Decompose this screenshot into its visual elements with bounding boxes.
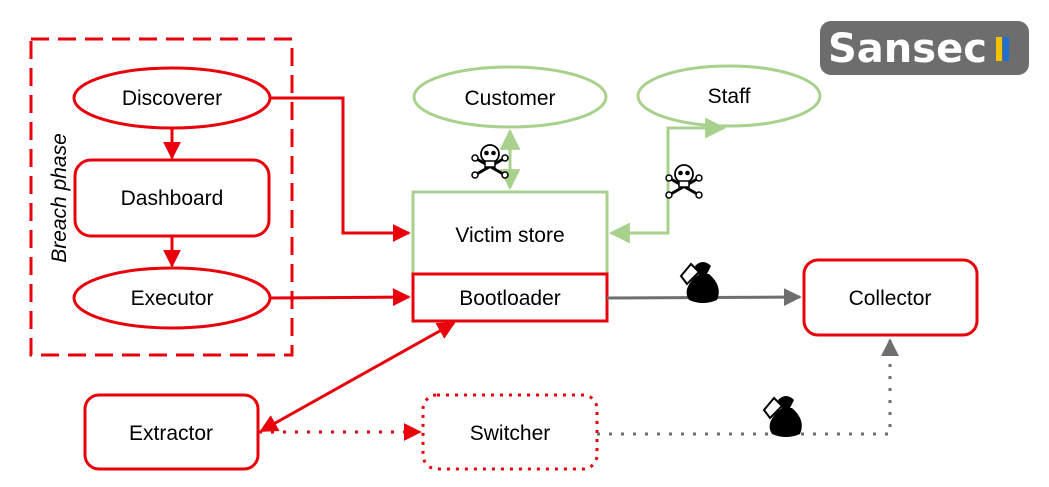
breach-phase-label: Breach phase: [48, 133, 71, 263]
dashboard-node: Dashboard: [73, 158, 271, 238]
executor-label: Executor: [131, 287, 214, 310]
edge-bootloader-extractor: [259, 321, 456, 433]
discoverer-node: Discoverer: [72, 66, 272, 130]
collector-node: Collector: [802, 258, 979, 337]
switcher-label: Switcher: [470, 422, 551, 445]
skull-crossbones-icon: [665, 164, 703, 199]
money-bag-icon: [762, 396, 802, 437]
dashboard-label: Dashboard: [121, 187, 224, 210]
customer-node: Customer: [412, 65, 608, 129]
victim-store-label: Victim store: [455, 224, 564, 247]
sansec-logo-text: Sansec: [828, 26, 987, 72]
money-bag-icon: [679, 262, 719, 303]
bootloader-label: Bootloader: [459, 287, 561, 310]
collector-label: Collector: [849, 287, 932, 310]
edge-discoverer-victim-store: [270, 96, 411, 242]
bootloader-node: Bootloader: [411, 272, 609, 323]
staff-node: Staff: [636, 64, 822, 128]
extractor-label: Extractor: [129, 422, 213, 445]
switcher-node: Switcher: [421, 393, 599, 471]
logo-accent-yellow: [996, 37, 1002, 61]
skull-crossbones-icon: [471, 144, 509, 179]
victim-store-node: Victim store: [411, 190, 609, 276]
staff-label: Staff: [708, 85, 751, 108]
discoverer-label: Discoverer: [122, 87, 222, 110]
edge-executor-bootloader: [269, 288, 411, 307]
logo-accent-blue: [1003, 37, 1009, 61]
customer-label: Customer: [464, 87, 555, 110]
executor-node: Executor: [72, 266, 272, 330]
breach-phase-group: [29, 37, 294, 357]
sansec-logo: Sansec: [820, 21, 1029, 75]
extractor-node: Extractor: [83, 393, 260, 471]
edge-switcher-collector: [597, 338, 899, 436]
